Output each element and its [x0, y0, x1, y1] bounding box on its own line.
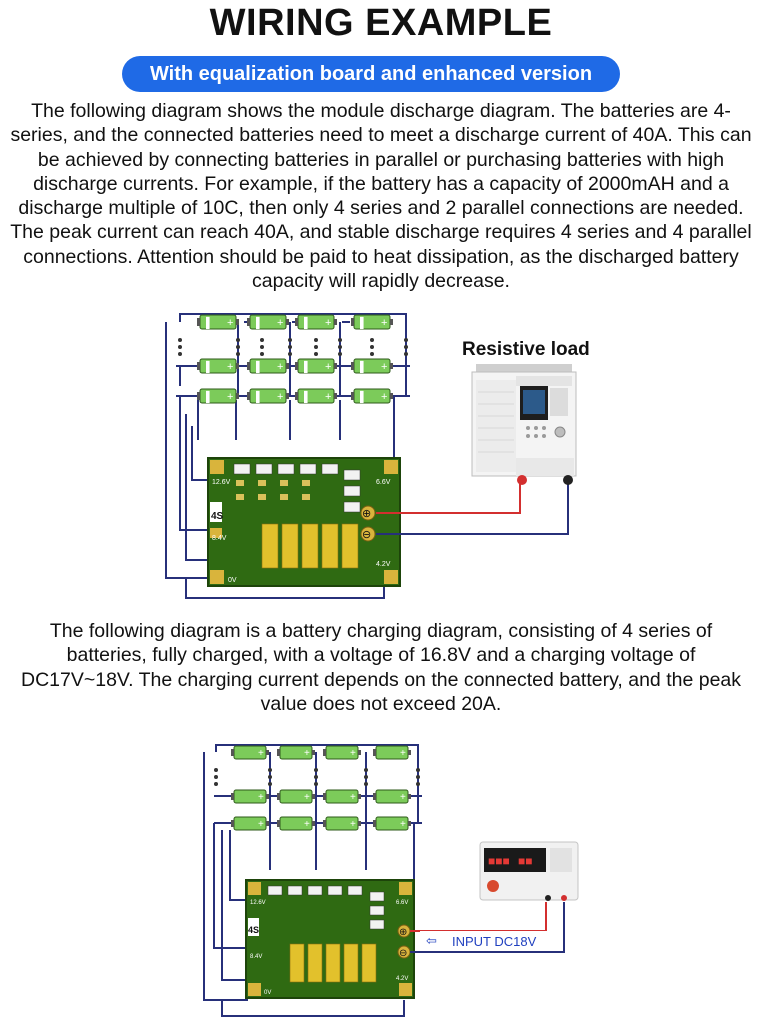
discharge-pad-label-5: 4.2V [376, 561, 391, 568]
charge-bms-board: ⊕ ⊖ 12.6V 8.4V 0V 6.6V 4.2V 4S [245, 879, 415, 999]
charge-series-mark: 4S [248, 925, 259, 935]
charge-description: The following diagram is a battery charg… [20, 620, 742, 715]
dc-power-supply: ■■■ ■■ [479, 841, 579, 901]
discharge-bms-board: ⊕ ⊖ 12.6V 8.4V 0V 6.6V 4.2V 4S [207, 457, 401, 587]
discharge-pad-label-3: 0V [228, 577, 237, 584]
charge-battery-row-3 [230, 816, 412, 831]
charge-terminal-plus: ⊕ [399, 927, 407, 938]
discharge-pad-label-1: 12.6V [212, 479, 231, 486]
discharge-pad-label-4: 6.6V [376, 479, 391, 486]
charge-pad-label-2: 8.4V [250, 954, 262, 960]
charge-pad-label-3: 0V [264, 990, 271, 996]
discharge-description: The following diagram shows the module d… [10, 100, 752, 293]
discharge-terminal-plus: ⊕ [362, 508, 371, 520]
page-title: WIRING EXAMPLE [209, 2, 553, 44]
resistive-load-label: Resistive load [462, 339, 590, 360]
charge-pad-label-5: 4.2V [396, 976, 408, 982]
discharge-battery-row-3 [196, 388, 394, 405]
charge-terminal-minus: ⊖ [399, 948, 407, 959]
svg-text:■■: ■■ [518, 854, 533, 868]
subtitle-banner: With equalization board and enhanced ver… [122, 56, 620, 92]
charge-pad-label-4: 6.6V [396, 900, 408, 906]
discharge-battery-row-1 [196, 314, 394, 331]
charge-battery-row-2 [230, 789, 412, 804]
input-dc-label: INPUT DC18V [452, 934, 537, 949]
charge-pad-label-1: 12.6V [250, 900, 266, 906]
input-arrow-icon: ⇦ [426, 933, 437, 948]
resistive-load-device: Resistive load [462, 339, 590, 485]
discharge-battery-row-2 [196, 358, 394, 375]
charge-battery-row-1 [230, 745, 412, 760]
svg-text:■■■: ■■■ [488, 854, 510, 868]
discharge-pad-label-2: 8.4V [212, 535, 227, 542]
discharge-terminal-minus: ⊖ [362, 529, 371, 541]
discharge-series-mark: 4S [211, 511, 224, 522]
